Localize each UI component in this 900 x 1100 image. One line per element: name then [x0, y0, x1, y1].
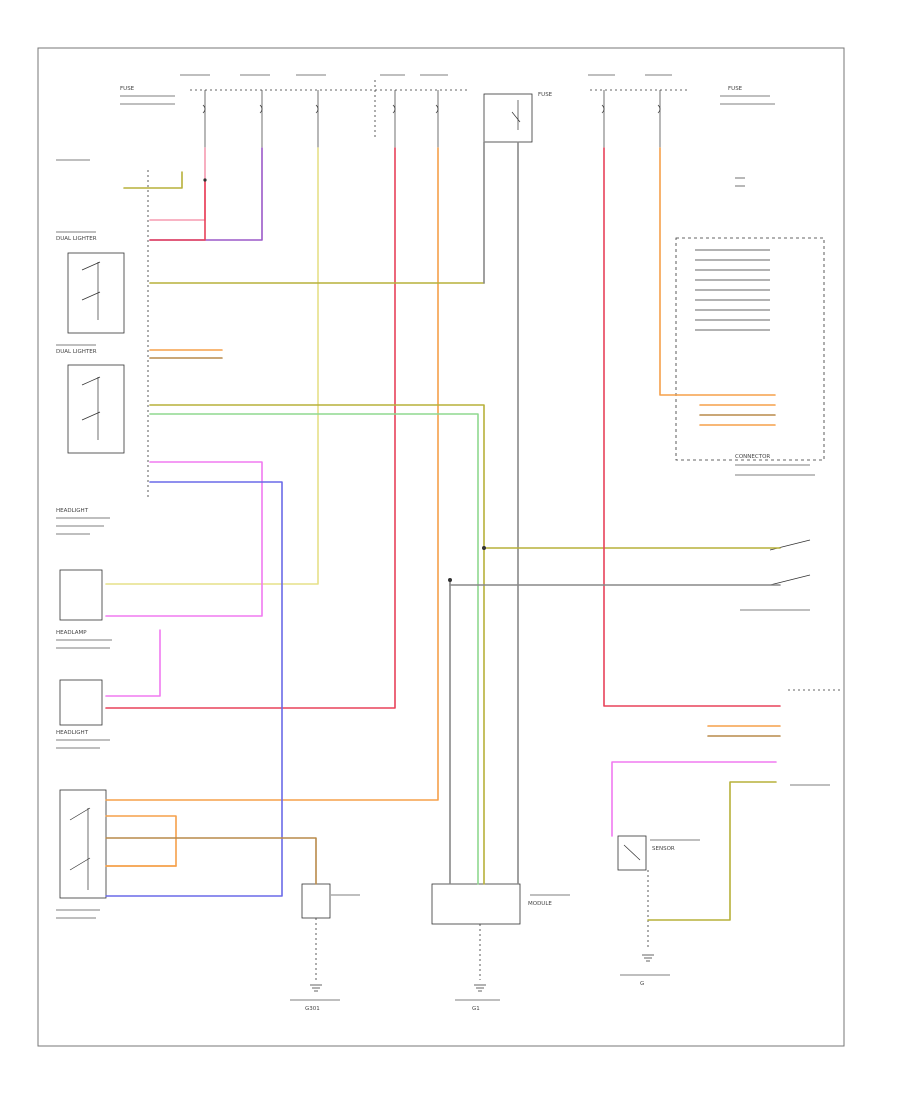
label-placeholders — [56, 74, 830, 1001]
wire-blue — [105, 481, 283, 897]
label-module-2: HEADLAMP — [56, 630, 87, 636]
wire-magenta-right — [611, 761, 777, 837]
wire-orange-right — [659, 147, 776, 396]
legend-box — [735, 177, 745, 187]
wire-yellow-top — [123, 171, 183, 189]
wire-orange-loop — [105, 815, 177, 867]
module-box-1 — [59, 569, 103, 621]
diagram-frame — [37, 47, 845, 1047]
ground-symbols — [310, 870, 654, 992]
wire-pink-1 — [149, 147, 206, 221]
label-switch-1: DUAL LIGHTER — [56, 236, 97, 242]
wire-violet-1 — [149, 147, 263, 241]
label-module-3: HEADLIGHT — [56, 730, 89, 736]
wire-red-right — [603, 147, 781, 707]
label-module-1: HEADLIGHT — [56, 508, 89, 514]
bottom-sensor — [617, 835, 647, 871]
wire-magenta-2 — [105, 629, 161, 697]
label-fuse-left: FUSE — [120, 86, 135, 92]
wire-yellow-right — [647, 781, 777, 921]
label-fuse-right: FUSE — [728, 86, 743, 92]
label-center-module: MODULE — [528, 901, 552, 907]
fuse-block-left — [190, 80, 470, 148]
wire-group — [105, 141, 781, 921]
wire-brown — [105, 837, 317, 885]
center-module — [431, 883, 521, 925]
switch-box-3 — [59, 789, 107, 899]
label-ground-center: G1 — [472, 1006, 480, 1012]
label-ground-left: G301 — [305, 1006, 320, 1012]
switch-box-2 — [67, 364, 125, 454]
label-relay-top: FUSE — [538, 92, 553, 98]
switch-box-1 — [67, 252, 125, 334]
label-switch-2: DUAL LIGHTER — [56, 349, 97, 355]
wire-red-long — [105, 147, 396, 709]
right-switch-box — [769, 539, 840, 691]
wire-magenta-1 — [105, 461, 263, 617]
label-right-module: CONNECTOR — [735, 454, 770, 460]
label-right-sensor: SENSOR — [652, 846, 675, 852]
label-ground-right: G — [640, 981, 644, 987]
bottom-relay — [301, 883, 331, 919]
module-box-2 — [59, 679, 103, 726]
wire-pink-2 — [149, 179, 206, 241]
wire-orange-long — [105, 147, 439, 801]
wire-green — [149, 413, 479, 885]
fuse-block-right — [590, 89, 690, 148]
wire-olive-2 — [149, 404, 485, 885]
relay-top — [483, 93, 533, 143]
wire-yellow-long — [105, 147, 319, 585]
junction-dots — [203, 178, 486, 582]
right-connector-module — [675, 237, 825, 461]
